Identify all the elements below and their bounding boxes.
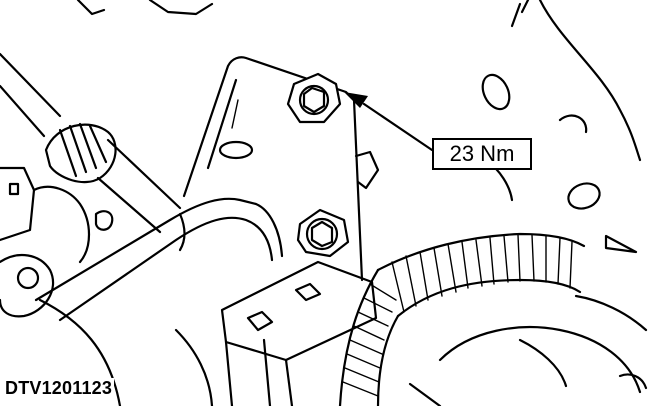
hydraulic-module	[174, 260, 378, 406]
upper-bolt	[286, 72, 342, 124]
housing-contour	[0, 253, 55, 318]
housing-fastener	[16, 266, 40, 290]
casting-hole	[481, 73, 511, 111]
hose-edge	[0, 52, 62, 118]
lower-structure	[574, 294, 648, 332]
casting-hole	[567, 182, 601, 210]
housing-contour	[32, 185, 90, 264]
lower-structure	[438, 325, 642, 394]
bracket-clip	[354, 150, 380, 190]
hose-edge	[106, 138, 182, 210]
bracket-hole	[218, 140, 254, 160]
top-right-tick	[510, 2, 522, 28]
housing-boss	[94, 210, 114, 231]
lower-structure	[618, 373, 648, 390]
housing-body	[0, 166, 36, 242]
brake-tube	[58, 216, 274, 322]
bracket-slot	[231, 99, 239, 129]
top-edge-fragment	[148, 0, 214, 16]
brake-tube	[34, 197, 284, 302]
bracket-inner-edge	[206, 78, 238, 170]
torque-callout: 23 Nm	[432, 138, 532, 170]
hose-edge	[0, 84, 46, 138]
corrugated-conduit	[338, 232, 586, 406]
top-right-tick	[520, 0, 530, 14]
lower-bolt	[296, 208, 350, 258]
hose-edge	[96, 176, 162, 234]
lower-structure	[518, 338, 568, 388]
torque-value-label: 23 Nm	[449, 141, 515, 166]
tube-bend	[178, 212, 186, 252]
casting-contour	[558, 114, 588, 134]
housing-detail	[8, 182, 20, 196]
lower-structure	[408, 382, 442, 406]
hose-coupling	[44, 122, 117, 184]
top-edge-fragment	[76, 0, 106, 16]
callout-leader	[344, 92, 434, 152]
casting-tab	[604, 234, 638, 254]
figure-id-label: DTV1201123	[3, 378, 115, 399]
housing-contour	[38, 298, 122, 406]
casting-edge	[538, 0, 642, 162]
